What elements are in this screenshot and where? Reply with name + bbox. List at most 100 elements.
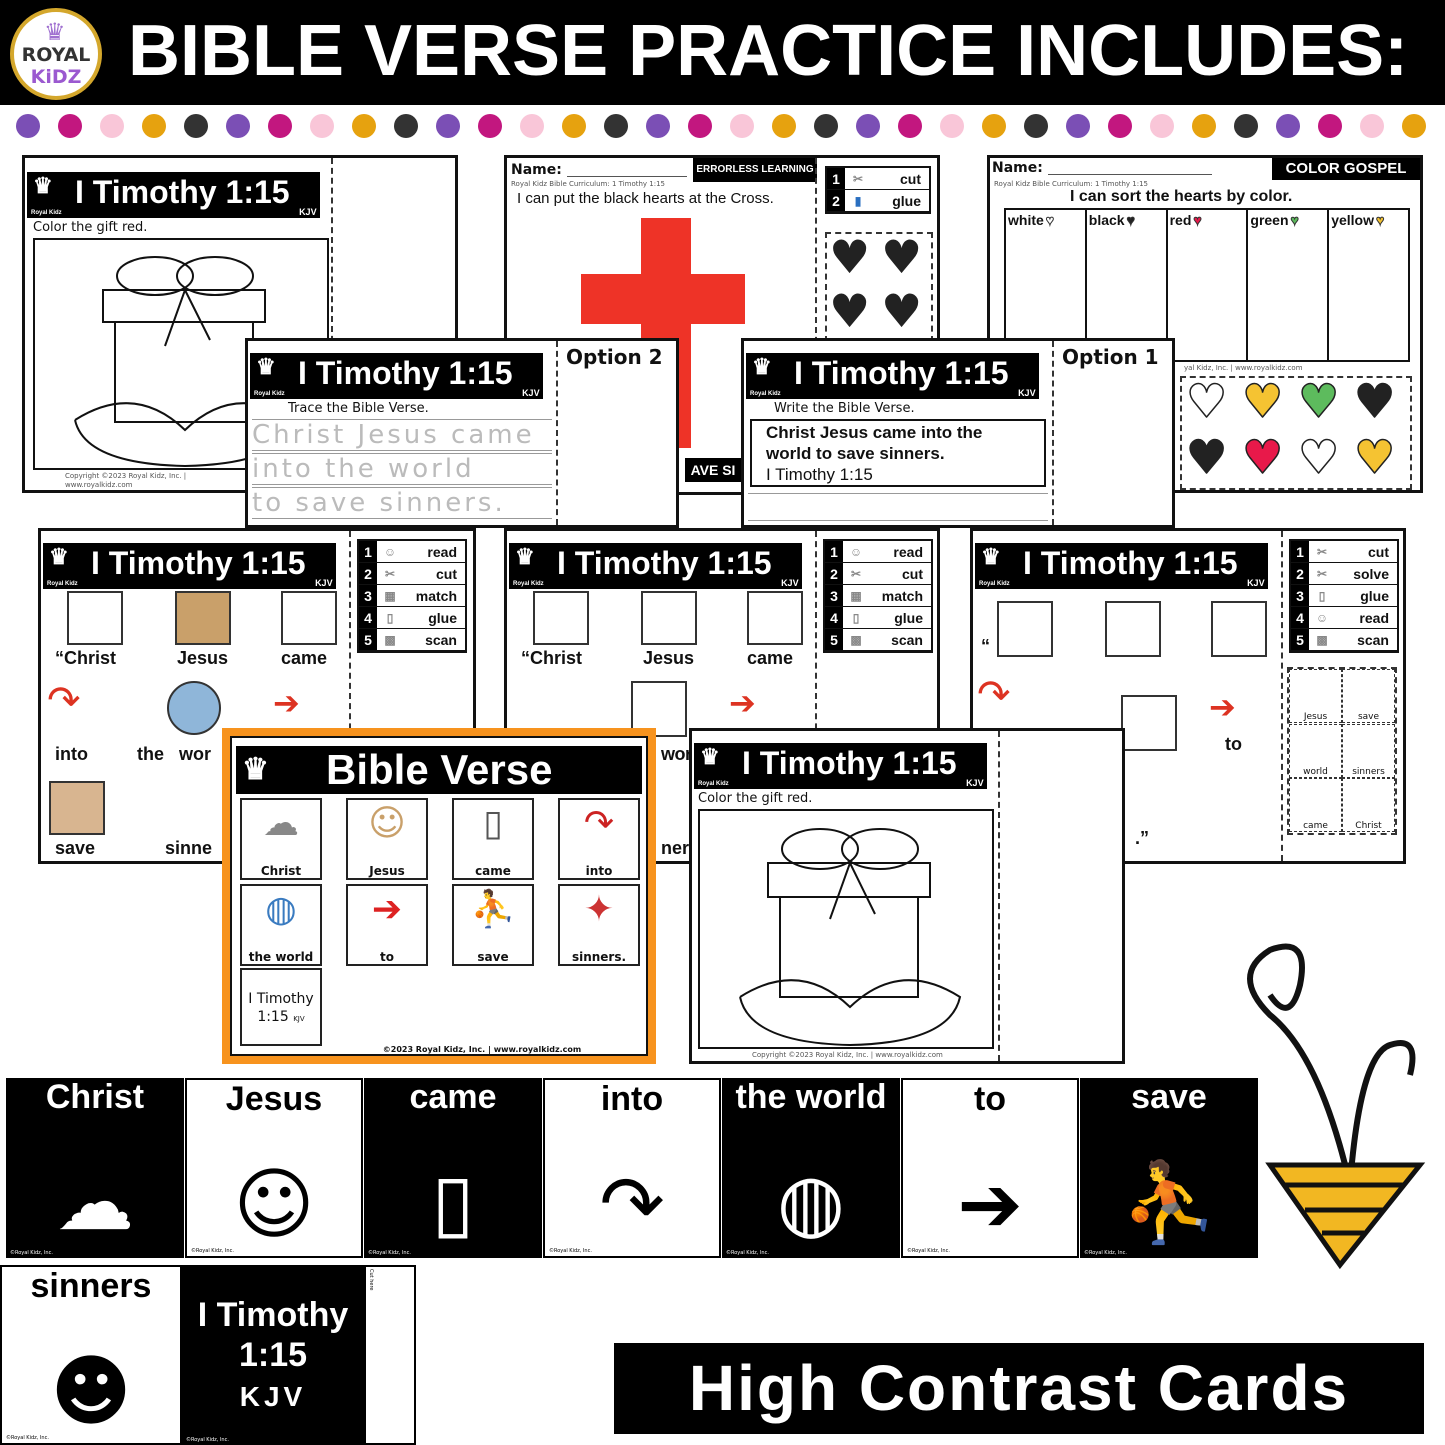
copyright: ©2023 Royal Kidz, Inc. | www.royalkidz.c…: [382, 1045, 582, 1054]
red-heart-icon[interactable]: ♥: [1241, 430, 1284, 484]
cell-label: Christ: [260, 864, 302, 878]
empty-box[interactable]: [997, 601, 1053, 657]
black-heart-icon[interactable]: ♥: [881, 230, 923, 284]
yellow-heart-icon[interactable]: ♥: [1241, 374, 1284, 428]
contrast-card-into: into↷©Royal Kidz, Inc.: [543, 1078, 721, 1258]
picture-cell: ☺Jesus: [346, 798, 428, 880]
read-icon: ☺: [849, 544, 863, 559]
instruction: Color the gift red.: [33, 220, 148, 235]
empty-box[interactable]: [631, 681, 687, 737]
empty-box[interactable]: [533, 591, 589, 645]
instruction: Color the gift red.: [698, 791, 813, 806]
picture-piece[interactable]: sinners: [1342, 723, 1395, 778]
into-arrow-icon: ↷: [977, 672, 1011, 718]
step-solve: 2✂solve: [1291, 563, 1397, 585]
step-glue: 2▮glue: [827, 190, 929, 212]
step-label: match: [415, 587, 457, 604]
crown-icon: ♛: [256, 354, 276, 379]
footer: yal Kidz, Inc. | www.royalkidz.com: [1184, 364, 1303, 372]
arrow-right-icon: ➔: [1209, 688, 1236, 726]
step-label: cut: [1368, 543, 1389, 560]
step-number: 5: [825, 629, 843, 650]
sort-column-yellow[interactable]: yellow♥: [1329, 210, 1408, 360]
picture-icon: ➔: [371, 889, 403, 930]
piece-label: came: [1303, 821, 1328, 832]
picture-piece[interactable]: Christ: [1342, 778, 1395, 833]
decorative-dot: [100, 114, 124, 138]
empty-box[interactable]: [1211, 601, 1267, 657]
step-cut: 2✂cut: [359, 563, 465, 585]
card-picture-icon: ◍: [776, 1158, 846, 1248]
sort-column-red[interactable]: red♥: [1168, 210, 1249, 360]
black-heart-icon[interactable]: ♥: [829, 230, 871, 284]
name-label: Name:: [511, 162, 562, 178]
decorative-dot: [940, 114, 964, 138]
black-heart-icon[interactable]: ♥: [1185, 430, 1228, 484]
step-label: cut: [436, 565, 457, 582]
card-credit: ©Royal Kidz, Inc.: [10, 1250, 53, 1256]
copyright: Copyright ©2023 Royal Kidz, Inc. | www.r…: [752, 1051, 943, 1059]
step-cut: 2✂cut: [825, 563, 931, 585]
yellow-heart-icon[interactable]: ♥: [1353, 430, 1396, 484]
empty-box[interactable]: [747, 591, 803, 645]
black-heart-icon[interactable]: ♥: [1353, 374, 1396, 428]
decorative-dot: [1402, 114, 1426, 138]
decorative-dot: [688, 114, 712, 138]
trace-line[interactable]: to save sinners.: [252, 487, 552, 519]
logo-text-kidz: KiDZ: [30, 66, 82, 88]
black-heart-icon[interactable]: ♥: [829, 284, 871, 338]
step-match: 3▦match: [825, 585, 931, 607]
arrow-right-icon: ➔: [273, 684, 300, 722]
trace-line[interactable]: into the world: [252, 453, 552, 485]
card-label: save: [1131, 1078, 1207, 1116]
white-heart-icon[interactable]: ♥: [1185, 374, 1228, 428]
step-label: glue: [1360, 587, 1389, 604]
picture-cell: ☁Christ: [240, 798, 322, 880]
sort-column-green[interactable]: green♥: [1248, 210, 1330, 360]
white-heart-icon[interactable]: ♥: [1297, 430, 1340, 484]
empty-box[interactable]: [641, 591, 697, 645]
heart-cutouts: ♥♥ ♥♥: [825, 232, 933, 342]
option-label: Option 2: [566, 345, 663, 369]
contrast-card-Christ: Christ☁©Royal Kidz, Inc.: [6, 1078, 184, 1258]
decorative-dot: [1192, 114, 1216, 138]
step-scan: 5▩scan: [825, 629, 931, 651]
card-label: sinners: [30, 1267, 152, 1305]
step-glue: 3▯glue: [1291, 585, 1397, 607]
picture-piece[interactable]: came: [1289, 778, 1342, 833]
empty-box[interactable]: [1105, 601, 1161, 657]
picture-piece[interactable]: Jesus: [1289, 669, 1342, 723]
step-scan: 5▩scan: [1291, 629, 1397, 651]
read-icon: ☺: [1315, 610, 1329, 625]
green-heart-icon[interactable]: ♥: [1297, 374, 1340, 428]
picture-piece[interactable]: save: [1342, 669, 1395, 723]
black-heart-icon[interactable]: ♥: [881, 284, 923, 338]
card-label: Christ: [45, 1078, 145, 1116]
card-credit: ©Royal Kidz, Inc.: [907, 1248, 950, 1254]
header-bar: ♛ ROYAL KiDZ BIBLE VERSE PRACTICE INCLUD…: [0, 0, 1445, 105]
cell-label: save: [477, 950, 509, 964]
sort-column-black[interactable]: black♥: [1087, 210, 1168, 360]
empty-box[interactable]: [1121, 695, 1177, 751]
name-field[interactable]: [567, 176, 687, 177]
write-line[interactable]: [748, 493, 1048, 521]
trace-line[interactable]: Christ Jesus came: [252, 419, 552, 451]
into-arrow-icon: ↷: [47, 678, 81, 724]
sort-column-white[interactable]: white♥: [1006, 210, 1087, 360]
picture-icon: ◍: [265, 889, 297, 930]
card-credit: ©Royal Kidz, Inc.: [1084, 1250, 1127, 1256]
step-match: 3▦match: [359, 585, 465, 607]
picture-piece[interactable]: world: [1289, 723, 1342, 778]
word: the: [137, 744, 164, 764]
name-field[interactable]: [1048, 174, 1212, 175]
step-number: 4: [359, 607, 377, 628]
gift-drawing: [698, 809, 994, 1049]
picture-cell: ✦sinners.: [558, 884, 640, 966]
step-scan: 5▩scan: [359, 629, 465, 651]
word: “Christ: [55, 648, 117, 668]
word: sinne: [165, 838, 213, 858]
